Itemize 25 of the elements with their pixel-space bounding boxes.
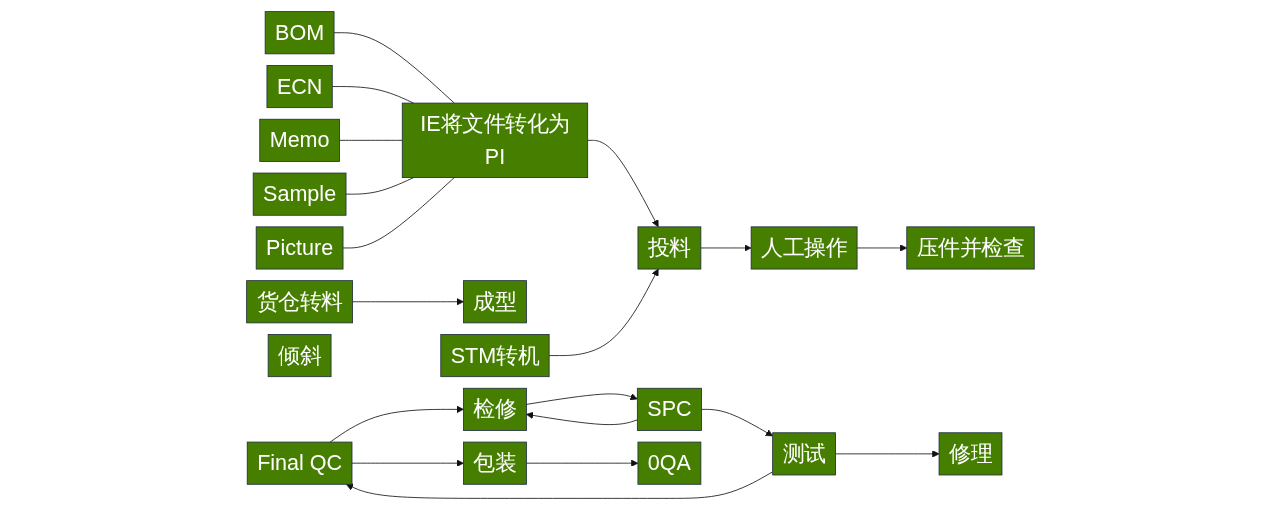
connector — [345, 177, 414, 195]
node-box: BOM — [264, 11, 335, 55]
node-box: 货仓转料 — [245, 280, 353, 324]
node-box: 倾斜 — [267, 334, 332, 378]
node-box: 修理 — [938, 432, 1002, 476]
connector — [331, 86, 414, 104]
node-box: 压件并检查 — [905, 226, 1035, 270]
node-box: SPC — [636, 387, 702, 431]
node-box: 包装 — [462, 441, 527, 485]
node-box: 投料 — [637, 226, 701, 270]
node-box: Picture — [255, 226, 343, 270]
connector — [338, 139, 403, 141]
node-box: ECN — [266, 65, 333, 109]
node-box: Memo — [258, 118, 340, 162]
node-box: IE将文件转化为PI — [401, 102, 588, 178]
node-box: 成型 — [462, 280, 527, 324]
node-box: Sample — [252, 172, 346, 216]
node-box: 0QA — [637, 441, 701, 485]
node-box: STM转机 — [439, 334, 550, 378]
node-box: 人工操作 — [750, 226, 858, 270]
node-box: 测试 — [771, 432, 836, 476]
node-box: Final QC — [246, 441, 352, 485]
node-box: 检修 — [462, 387, 527, 431]
connector — [333, 32, 455, 104]
connector — [342, 177, 455, 249]
